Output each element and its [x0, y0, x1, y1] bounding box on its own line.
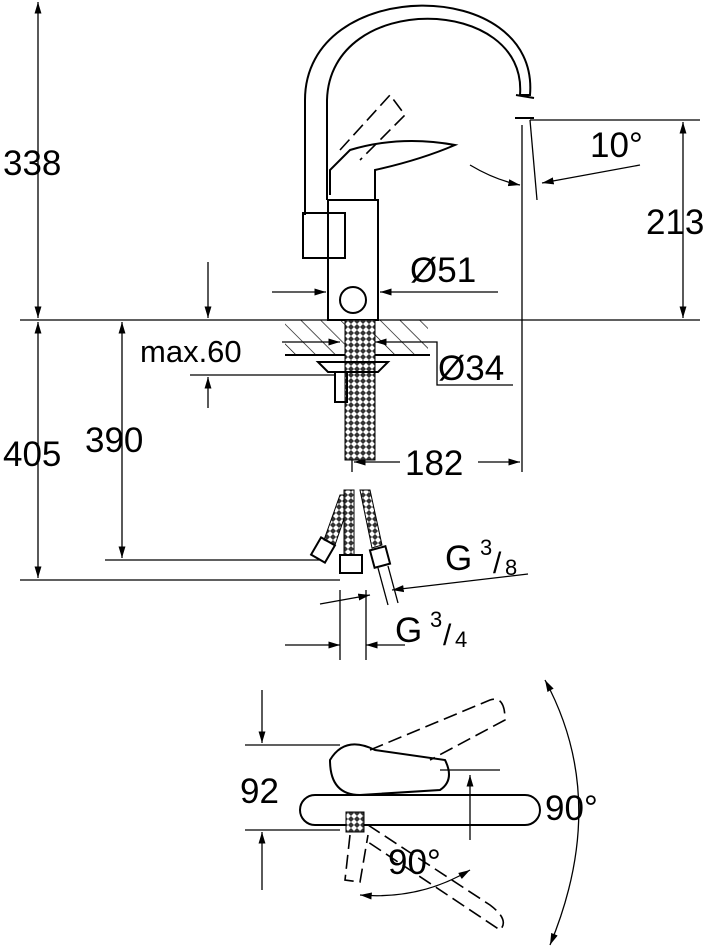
thread-numerator: 3	[480, 535, 492, 560]
dim-max-counter: max.60	[140, 334, 242, 369]
dim-below-counter-total: 405	[3, 435, 61, 474]
thread-denominator: 8	[505, 555, 517, 580]
dim-hole-diameter: Ø34	[438, 349, 504, 388]
dim-lever-rotation: 90°	[545, 789, 598, 828]
label-hose-connection-large: G 3 / 4	[395, 607, 467, 652]
thread-prefix: G	[445, 539, 472, 578]
dimension-arrows	[34, 2, 687, 660]
dim-spout-rotation: 90°	[388, 843, 441, 882]
fraction-slash: /	[443, 619, 452, 652]
dim-spout-height: 213	[646, 203, 704, 242]
dim-total-height: 338	[3, 144, 61, 183]
dim-spout-angle: 10°	[590, 126, 643, 165]
supply-hoses	[309, 489, 399, 606]
dim-lever-height: 92	[240, 772, 279, 811]
faucet-side-view	[302, 4, 535, 461]
faucet-top-view	[245, 679, 580, 946]
dim-body-diameter: Ø51	[410, 251, 476, 290]
dim-below-counter-hose: 390	[85, 421, 143, 460]
thread-prefix: G	[395, 611, 422, 650]
fraction-slash: /	[493, 547, 502, 580]
thread-numerator: 3	[430, 607, 442, 632]
dim-spout-reach: 182	[405, 444, 463, 483]
thread-denominator: 4	[455, 627, 467, 652]
label-hose-connection-small: G 3 / 8	[445, 535, 517, 580]
